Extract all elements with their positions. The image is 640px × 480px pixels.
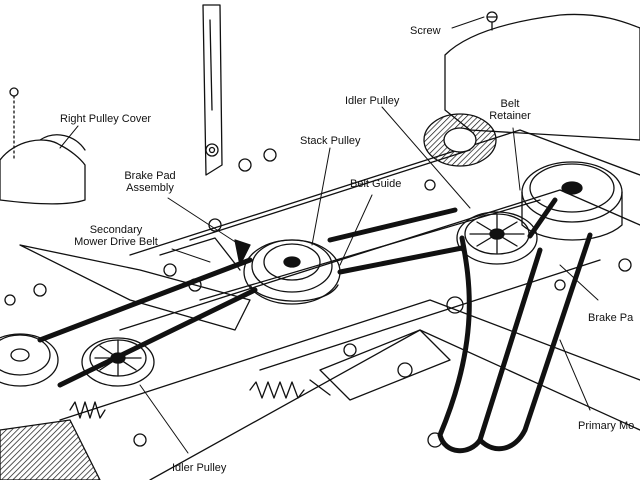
label-secondary-line1: Secondary (89, 224, 143, 236)
idler-pulley-bottom (81, 337, 155, 387)
secondary-mower-drive-belt (37, 257, 258, 388)
label-right-pulley-cover: Right Pulley Cover (60, 113, 152, 125)
label-belt-retainer-line1: Belt (500, 98, 520, 110)
right-pulley-cover (0, 134, 86, 205)
label-idler-pulley-bottom: Idler Pulley (172, 462, 227, 474)
label-brake-pad-right: Brake Pa (588, 312, 634, 324)
label-secondary-line2: Mower Drive Belt (74, 236, 158, 248)
label-screw: Screw (410, 25, 441, 37)
engine-block (0, 419, 101, 480)
label-belt-retainer-line2: Retainer (489, 110, 531, 122)
lower-bracket (309, 329, 451, 401)
hardware-bolts (4, 148, 632, 448)
deck-frame-inner (189, 149, 601, 371)
leader-lines (59, 16, 599, 454)
label-brake-pad-assembly-line1: Brake Pad (124, 170, 176, 182)
primary-mower-belt (437, 197, 558, 454)
label-brake-pad-assembly: Brake Pad Assembly (112, 170, 188, 194)
left-spindle-pulley (0, 333, 59, 387)
linkage-arm (19, 237, 251, 331)
label-brake-pad-assembly-line2: Assembly (126, 182, 174, 194)
label-belt-retainer: Belt Retainer (480, 98, 540, 122)
label-primary-mower-belt: Primary Mo (578, 420, 635, 432)
label-belt-guide: Belt Guide (350, 178, 402, 190)
label-idler-pulley-top: Idler Pulley (345, 95, 400, 107)
tension-spring (249, 381, 305, 399)
label-secondary-mower-drive-belt: Secondary Mower Drive Belt (62, 224, 170, 248)
vertical-bracket (202, 4, 223, 176)
deck-frame (59, 129, 640, 480)
label-stack-pulley: Stack Pulley (300, 135, 361, 147)
stack-pulley (243, 239, 341, 305)
idler-pulley-top (456, 211, 538, 265)
